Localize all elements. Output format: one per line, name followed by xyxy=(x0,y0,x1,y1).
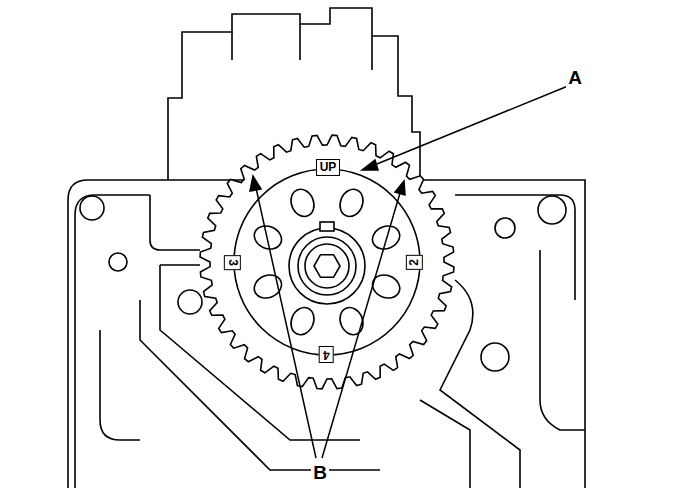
bolt-hole xyxy=(287,186,318,220)
mark-text: 4 xyxy=(323,348,330,362)
timing-mark: 2 xyxy=(406,255,423,270)
timing-mark: UP xyxy=(316,159,341,176)
callout-letter: A xyxy=(566,68,584,88)
bolt-hole xyxy=(336,186,367,220)
mark-text: UP xyxy=(320,160,337,174)
bolt-hole xyxy=(287,304,318,338)
bolt-hole xyxy=(369,271,403,302)
bolt-hole xyxy=(251,222,285,253)
mark-text: 3 xyxy=(226,259,240,266)
mark-text: 2 xyxy=(407,259,421,266)
timing-mark: 3 xyxy=(224,255,241,270)
timing-mark: 4 xyxy=(319,346,334,363)
callout-letter: B xyxy=(311,463,329,483)
bolt-hole xyxy=(369,222,403,253)
